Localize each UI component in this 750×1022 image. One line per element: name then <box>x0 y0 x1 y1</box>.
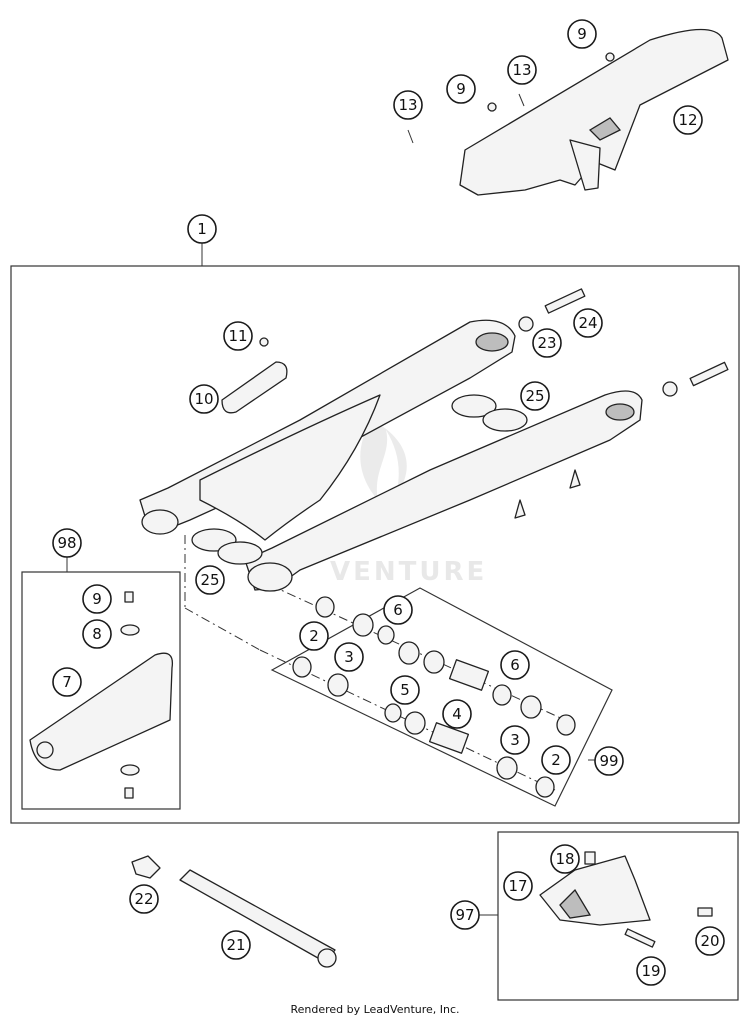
callout-17: 17 <box>503 871 533 901</box>
svg-text:17: 17 <box>508 877 527 895</box>
svg-text:9: 9 <box>577 25 587 43</box>
svg-text:13: 13 <box>512 61 531 79</box>
svg-text:9: 9 <box>456 80 466 98</box>
callout-24: 24 <box>573 308 603 338</box>
callout-3a: 3 <box>334 642 364 672</box>
svg-text:18: 18 <box>555 850 574 868</box>
footer-credit: Rendered by LeadVenture, Inc. <box>290 1003 460 1016</box>
chain-guide <box>539 851 713 948</box>
callout-98: 98 <box>52 528 82 558</box>
callout-9b: 9 <box>446 74 476 104</box>
svg-text:21: 21 <box>226 936 245 954</box>
svg-text:19: 19 <box>641 962 660 980</box>
watermark: VENTURE <box>330 420 487 587</box>
svg-text:3: 3 <box>344 648 354 666</box>
callout-9a: 9 <box>82 584 112 614</box>
callout-4: 4 <box>442 699 472 729</box>
callout-2a: 2 <box>299 621 329 651</box>
svg-text:3: 3 <box>510 731 520 749</box>
svg-text:8: 8 <box>92 625 102 643</box>
callout-11: 11 <box>223 321 253 351</box>
callout-6b: 6 <box>500 650 530 680</box>
svg-text:6: 6 <box>393 601 403 619</box>
swingarm-group-frame <box>10 265 740 824</box>
callout-25a: 25 <box>520 381 550 411</box>
svg-text:24: 24 <box>578 314 597 332</box>
svg-text:25: 25 <box>525 387 544 405</box>
callout-13a: 13 <box>393 90 423 120</box>
callout-18: 18 <box>550 844 580 874</box>
chain-guide-kit-frame <box>497 831 739 1001</box>
callout-99: 99 <box>594 746 624 776</box>
guide-piece <box>221 337 288 414</box>
svg-text:99: 99 <box>599 752 618 770</box>
svg-text:7: 7 <box>62 673 72 691</box>
svg-text:98: 98 <box>57 534 76 552</box>
svg-text:11: 11 <box>228 327 247 345</box>
callout-1: 1 <box>187 214 217 244</box>
svg-text:1: 1 <box>197 220 207 238</box>
seals <box>191 394 528 565</box>
pivot-axle <box>131 855 337 968</box>
svg-text:97: 97 <box>455 906 474 924</box>
svg-text:12: 12 <box>678 111 697 129</box>
bearing-parts <box>292 596 576 798</box>
callout-9c: 9 <box>567 19 597 49</box>
svg-text:4: 4 <box>452 705 462 723</box>
chain-guard <box>407 28 729 196</box>
svg-text:9: 9 <box>92 590 102 608</box>
swingarm <box>139 319 643 592</box>
bearing-kit-frame <box>270 587 613 807</box>
svg-text:5: 5 <box>400 681 410 699</box>
callout-21: 21 <box>221 930 251 960</box>
svg-text:13: 13 <box>398 96 417 114</box>
callout-2b: 2 <box>541 745 571 775</box>
svg-text:22: 22 <box>134 890 153 908</box>
callout-8: 8 <box>82 619 112 649</box>
callout-22: 22 <box>129 884 159 914</box>
callout-97: 97 <box>450 900 480 930</box>
svg-text:2: 2 <box>551 751 561 769</box>
svg-text:20: 20 <box>700 932 719 950</box>
svg-text:2: 2 <box>309 627 319 645</box>
svg-text:10: 10 <box>194 390 213 408</box>
callout-23: 23 <box>532 328 562 358</box>
axle-adjusters <box>518 288 729 397</box>
callout-10: 10 <box>189 384 219 414</box>
chain-slider <box>29 591 174 799</box>
chain-slider-kit-frame <box>21 571 181 810</box>
callout-7: 7 <box>52 667 82 697</box>
callout-25b: 25 <box>195 565 225 595</box>
svg-text:23: 23 <box>537 334 556 352</box>
callout-3b: 3 <box>500 725 530 755</box>
watermark-text: VENTURE <box>330 557 487 587</box>
callout-19: 19 <box>636 956 666 986</box>
callout-6a: 6 <box>383 595 413 625</box>
callout-5: 5 <box>390 675 420 705</box>
callout-13b: 13 <box>507 55 537 85</box>
svg-text:6: 6 <box>510 656 520 674</box>
svg-text:25: 25 <box>200 571 219 589</box>
callout-20: 20 <box>695 926 725 956</box>
callout-12: 12 <box>673 105 703 135</box>
